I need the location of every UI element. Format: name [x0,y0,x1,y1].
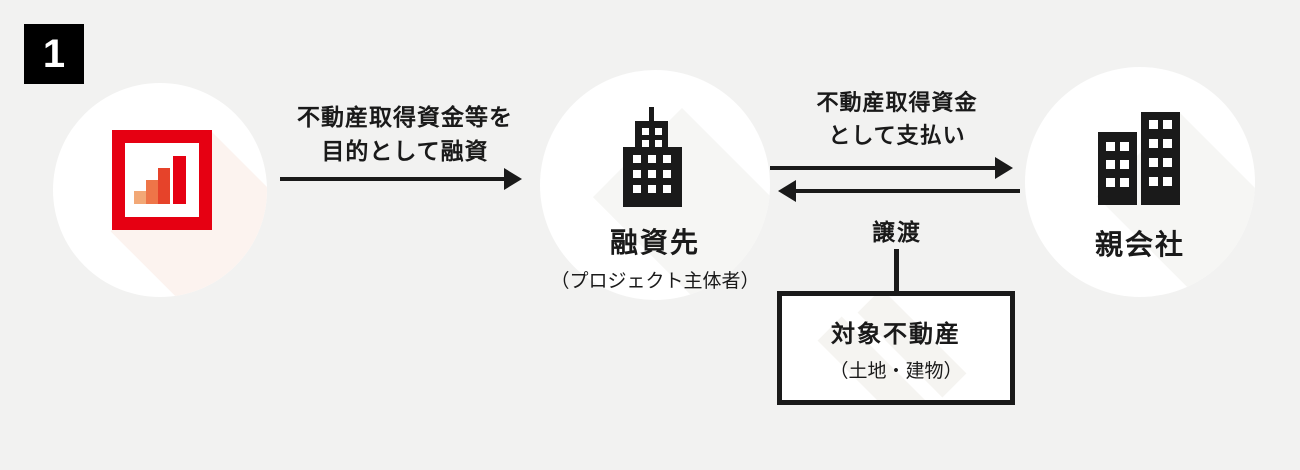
property-box-subtitle: （土地・建物） [829,360,963,382]
borrower-sublabel: （プロジェクト主体者） [550,271,760,292]
logo-bar-4 [173,156,186,204]
office-tower-icon [623,107,682,207]
property-box: 対象不動産 （土地・建物） [777,291,1015,405]
parent-company-node [1025,67,1255,297]
logo-bar-2 [146,180,158,204]
payment-caption-line2: として支払い [828,123,966,148]
borrower-node [540,70,770,300]
step-number-badge: 1 [24,24,84,84]
loan-caption-line2: 目的として融資 [321,138,489,164]
logo-bars [134,156,186,204]
payment-caption-line1: 不動産取得資金 [816,90,978,115]
loan-caption-line1: 不動産取得資金等を [297,104,513,130]
loan-arrowhead-icon [504,168,522,190]
logo-bar-3 [158,168,170,204]
logo-bar-1 [134,191,146,204]
property-connector-line [894,249,899,291]
transfer-arrow-line [795,189,1020,193]
loan-arrow-caption: 不動産取得資金等を 目的として融資 [285,100,525,168]
bar-chart-logo-icon [112,130,212,230]
property-box-title: 対象不動産 [831,320,961,348]
borrower-label: 融資先 [609,227,700,258]
payment-arrowhead-icon [995,157,1013,179]
lender-node [53,83,267,297]
twin-buildings-icon [1098,112,1180,205]
transfer-arrowhead-icon [778,180,796,202]
payment-arrow-line [770,166,998,170]
transfer-label: 譲渡 [872,219,922,245]
loan-arrow-line [280,177,506,181]
payment-arrow-caption: 不動産取得資金 として支払い [777,86,1017,152]
parent-company-label: 親会社 [1094,229,1185,260]
